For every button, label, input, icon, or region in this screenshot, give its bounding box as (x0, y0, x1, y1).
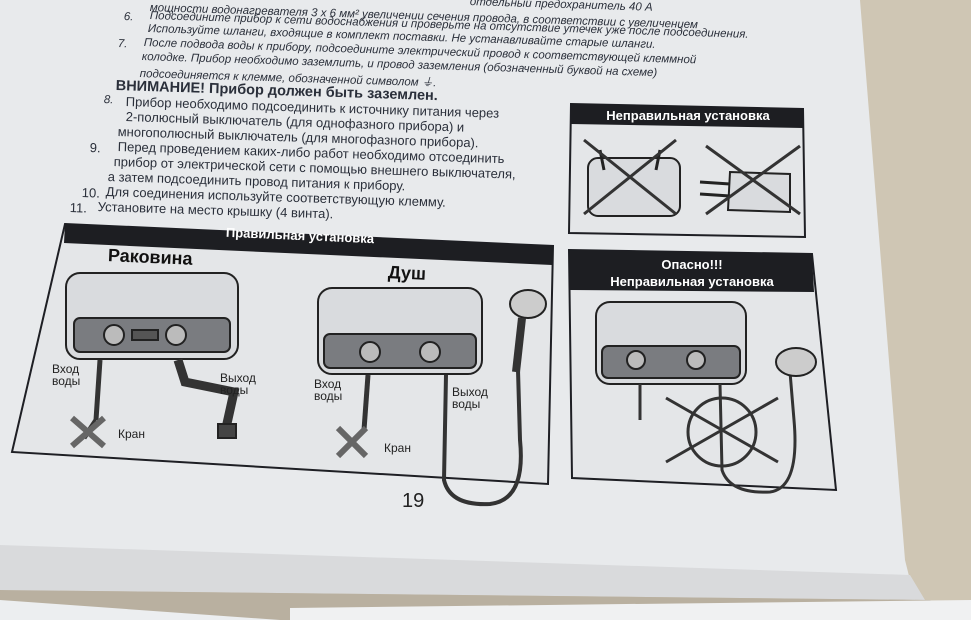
shower-tap-label: Кран (384, 441, 411, 455)
shower-outlet-label: Выход воды (452, 385, 488, 411)
wrong-installation-title: Неправильная установка (606, 108, 770, 123)
page-number: 19 (402, 490, 425, 512)
shower-water-heater (317, 287, 547, 507)
sink-inlet-label: Вход воды (52, 362, 81, 388)
shower-inlet-label: Вход воды (314, 377, 343, 403)
danger-title-line2: Неправильная установка (610, 274, 774, 289)
sink-tap-label: Кран (118, 427, 145, 441)
danger-title-line1: Опасно!!! (661, 257, 723, 272)
sink-water-heater (65, 272, 240, 449)
sink-outlet-label: Выход воды (220, 371, 256, 397)
